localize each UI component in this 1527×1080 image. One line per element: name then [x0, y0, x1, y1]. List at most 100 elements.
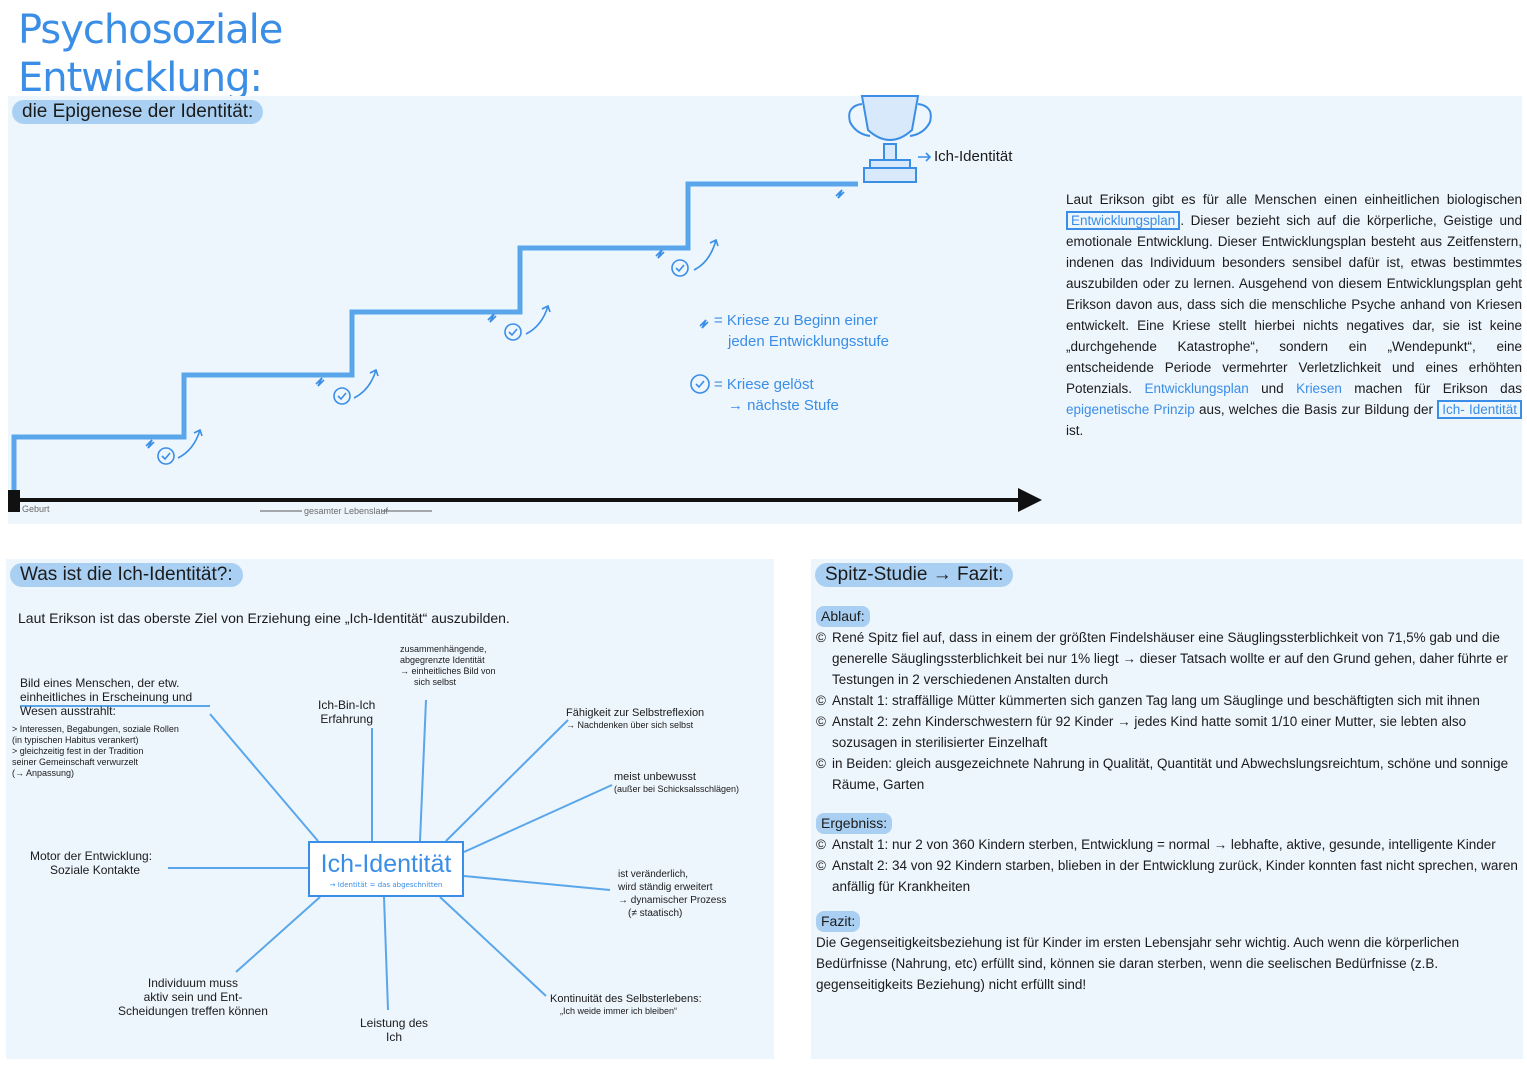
check-circle-icon	[157, 447, 175, 465]
branch-line: ist veränderlich,	[618, 869, 689, 880]
branch-motor: Motor der Entwicklung: Soziale Kontakte	[30, 849, 152, 877]
legend-crisis-line2: jeden Entwicklungsstufe	[728, 333, 889, 350]
axis-start-marker	[8, 490, 20, 512]
axis-start-label: Geburt	[22, 504, 50, 514]
keyword-kriesen: Kriesen	[1296, 381, 1342, 396]
branch-ich-bin-ich: Ich-Bin-Ich Erfahrung	[318, 698, 375, 726]
branch-line: Scheidungen treffen können	[118, 1004, 268, 1018]
fazit-text: Die Gegenseitigkeitsbeziehung ist für Ki…	[816, 935, 1460, 992]
ablauf-heading: Ablauf:	[816, 606, 870, 627]
erikson-paragraph: Laut Erikson gibt es für alle Menschen e…	[1066, 189, 1522, 441]
bullet-icon: ©	[816, 858, 826, 873]
branch-line: „Ich weide immer ich bleiben“	[560, 1006, 678, 1016]
page-title: Psychosoziale Entwicklung:	[4, 6, 520, 101]
fazit-heading: Fazit:	[816, 911, 861, 932]
branch-line: > Interessen, Begabungen, soziale Rollen	[12, 724, 179, 734]
legend-solved-line2: → nächste Stufe	[728, 397, 839, 414]
lightning-icon	[487, 313, 497, 323]
legend-crisis-line1: = Kriese zu Beginn einer	[714, 312, 878, 329]
check-mark	[508, 328, 518, 337]
ablauf-item: ©Anstalt 2: zehn Kinderschwestern für 92…	[816, 711, 1520, 753]
branch-line: aktiv sein und Ent-	[143, 990, 243, 1004]
lightning-icon	[145, 439, 155, 449]
ablauf-item: © in Beiden: gleich ausgezeichnete Nahrun…	[816, 753, 1520, 795]
legend: = Kriese zu Beginn einer jeden Entwicklu…	[690, 310, 889, 416]
branch-line: seiner Gemeinschaft verwurzelt	[12, 757, 139, 767]
keyword-entwicklungsplan: Entwicklungsplan	[1066, 211, 1181, 230]
keyword-epigenetisches-prinzip: epigenetische Prinzip	[1066, 402, 1195, 417]
check-circle-icon	[504, 323, 522, 341]
ergebnis-text: Anstalt 1: nur 2 von 360 Kindern sterben…	[832, 837, 1496, 852]
legend-solved-line1: = Kriese gelöst	[714, 376, 814, 393]
fazit-block: Fazit: Die Gegenseitigkeitsbeziehung ist…	[816, 911, 1520, 995]
ergebnis-item: © Anstalt 1: nur 2 von 360 Kindern sterbe…	[816, 834, 1520, 855]
check-mark	[337, 392, 347, 401]
check-mark	[161, 452, 171, 461]
legend-check-circle-icon	[690, 374, 710, 394]
step-marker-1	[145, 428, 203, 465]
branch-bild-details: > Interessen, Begabungen, soziale Rollen…	[12, 724, 179, 779]
branch-line: Soziale Kontakte	[50, 863, 141, 877]
branch-line: (≠ staatisch)	[628, 908, 683, 919]
check-mark	[675, 264, 685, 273]
ergebnis-text: Anstalt 2: 34 von 92 Kindern starben, bl…	[832, 858, 1518, 894]
bullet-icon: ©	[816, 756, 826, 771]
bullet-icon: ©	[816, 714, 826, 729]
branch-line: Bild eines Menschen, der etw.	[20, 676, 180, 690]
ich-identitaet-panel	[6, 559, 774, 1059]
trophy-icon	[848, 95, 932, 183]
text-part: aus, welches die Basis zur Bildung der	[1199, 402, 1433, 417]
branch-line: Motor der Entwicklung:	[30, 849, 153, 863]
bullet-icon: ©	[816, 630, 826, 645]
branch-line: (außer bei Schicksalsschlägen)	[614, 784, 740, 794]
legend-lightning-icon	[699, 319, 709, 329]
ablauf-item: © Anstalt 1: straffällige Mütter kümmerte…	[816, 690, 1520, 711]
center-subtitle: → Identität = das abgeschnitten	[329, 881, 443, 889]
text-part: Laut Erikson gibt es für alle Menschen e…	[1066, 192, 1522, 207]
trophy-arrow	[918, 152, 932, 162]
ich-identitaet-intro: Laut Erikson ist das oberste Ziel von Er…	[18, 610, 510, 626]
arrow-up-icon	[177, 428, 203, 459]
branch-line: Ich-Bin-Ich	[318, 698, 376, 712]
branch-line: → einheitliches Bild von	[400, 666, 496, 676]
ich-identitaet-center: Ich-Identität → Identität = das abgeschn…	[308, 841, 464, 897]
branch-line: Wesen ausstrahlt:	[20, 704, 116, 718]
axis-label: gesamter Lebenslauf	[304, 506, 389, 516]
ablauf-text: in Beiden: gleich ausgezeichnete Nahrung…	[832, 756, 1509, 792]
branch-line: Leistung des	[360, 1016, 429, 1030]
bullet-icon: ©	[816, 693, 826, 708]
text-part: . Dieser bezieht sich auf die körperlich…	[1066, 213, 1522, 396]
center-title: Ich-Identität	[320, 850, 452, 878]
ablauf-text: Anstalt 1: straffällige Mütter kümmerten…	[832, 693, 1480, 708]
check-circle-icon	[333, 387, 351, 405]
bullet-icon: ©	[816, 837, 826, 852]
ich-identitaet-heading: Was ist die Ich-Identität?:	[10, 563, 243, 587]
text-part: ist.	[1066, 423, 1084, 438]
spitz-heading: Spitz-Studie → Fazit:	[815, 563, 1014, 587]
ergebnis-heading: Ergebniss:	[816, 813, 893, 834]
branch-line: zusammenhängende,	[400, 644, 487, 654]
branch-line: Individuum muss	[147, 976, 238, 990]
branch-line: (→ Anpassung)	[12, 768, 75, 778]
lightning-icon	[315, 377, 325, 387]
keyword-ich-identitaet: Ich- Identität	[1437, 400, 1522, 419]
lightning-icon	[835, 189, 845, 199]
legend-solved-line2-text: nächste Stufe	[747, 397, 839, 414]
branch-line: sich selbst	[414, 677, 457, 687]
branch-line: Kontinuität des Selbsterlebens:	[550, 993, 702, 1005]
ablauf-text: René Spitz fiel auf, dass in einem der g…	[832, 630, 1508, 687]
ablauf-block: Ablauf: © René Spitz fiel auf, dass in ei…	[816, 606, 1520, 795]
epigenese-heading: die Epigenese der Identität:	[12, 100, 264, 124]
step-marker-4	[655, 238, 719, 277]
step-marker-2	[315, 368, 379, 405]
check-circle-icon	[671, 259, 689, 277]
branch-line: meist unbewusst	[614, 771, 696, 783]
epigenese-panel	[8, 96, 1522, 524]
branch-line: Ich	[386, 1030, 403, 1044]
ergebnis-block: Ergebniss: © Anstalt 1: nur 2 von 360 Kin…	[816, 813, 1520, 897]
step-marker-3	[487, 304, 551, 341]
text-part: machen für Erikson das	[1354, 381, 1522, 396]
branch-line: Erfahrung	[320, 712, 374, 726]
branch-individuum: Individuum muss aktiv sein und Ent- Sche…	[118, 976, 268, 1018]
